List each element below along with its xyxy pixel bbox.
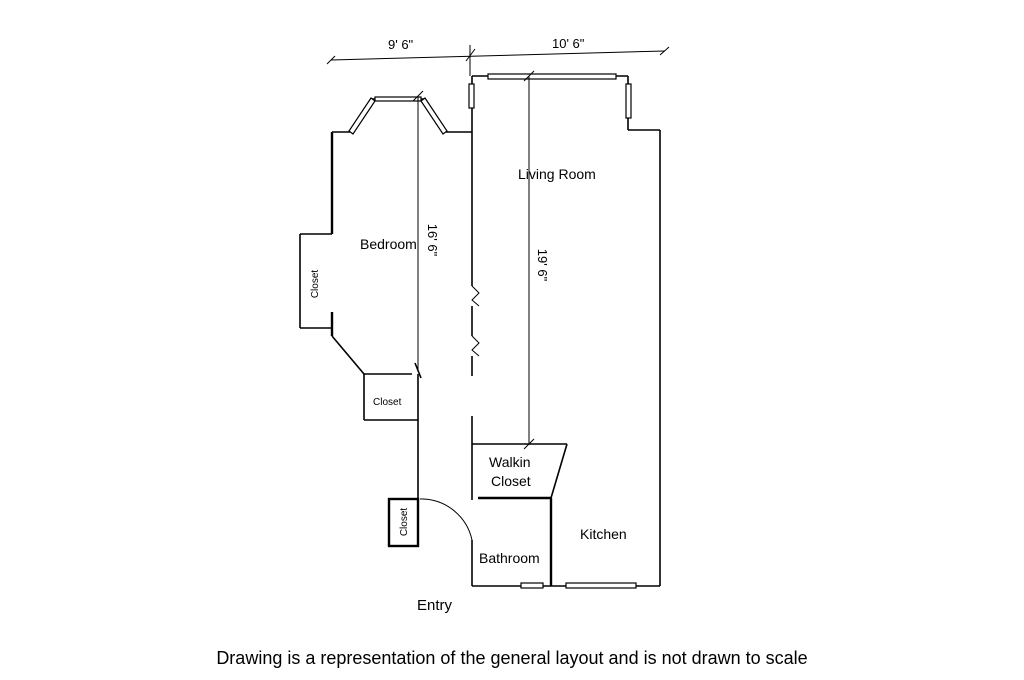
bay-window-center: [374, 96, 422, 102]
bedroom-label: Bedroom: [360, 236, 417, 252]
bay-window-left: [348, 97, 376, 135]
entry-label: Entry: [417, 597, 453, 614]
window-bottom: [565, 582, 637, 589]
walkin-closet-label-2: Closet: [491, 473, 531, 489]
pocket-door-lower: [471, 335, 480, 357]
living-length-label: 19' 6": [535, 249, 550, 282]
disclaimer-caption: Drawing is a representation of the gener…: [216, 648, 808, 668]
living-room-walls: [471, 75, 661, 587]
pocket-door-upper: [471, 285, 480, 307]
walkin-closet-label-1: Walkin: [489, 454, 531, 470]
bedroom-side-closet: [299, 233, 332, 329]
side-closet-label: Closet: [310, 270, 321, 299]
bedroom-length-label: 16' 6": [425, 224, 440, 257]
living-room-label: Living Room: [518, 166, 596, 182]
entry-closet-label: Closet: [399, 508, 410, 537]
window-right: [625, 83, 632, 119]
bottom-closet-label: Closet: [373, 397, 402, 408]
window-left: [468, 83, 475, 109]
entry-closet: [387, 497, 420, 548]
window-bath: [520, 582, 544, 589]
bathroom-label: Bathroom: [479, 550, 540, 566]
bay-window-right: [420, 97, 448, 135]
walkin-closet-walls: [472, 443, 568, 586]
entry-door-swing: [422, 498, 473, 541]
living-width-label: 10' 6": [552, 36, 585, 51]
dimension-lines-top: [326, 45, 670, 76]
kitchen-label: Kitchen: [580, 526, 627, 542]
bedroom-walls: [330, 98, 472, 499]
bedroom-bottom-closet: [363, 373, 418, 421]
bedroom-width-label: 9' 6": [388, 37, 414, 52]
window-top: [487, 73, 617, 80]
